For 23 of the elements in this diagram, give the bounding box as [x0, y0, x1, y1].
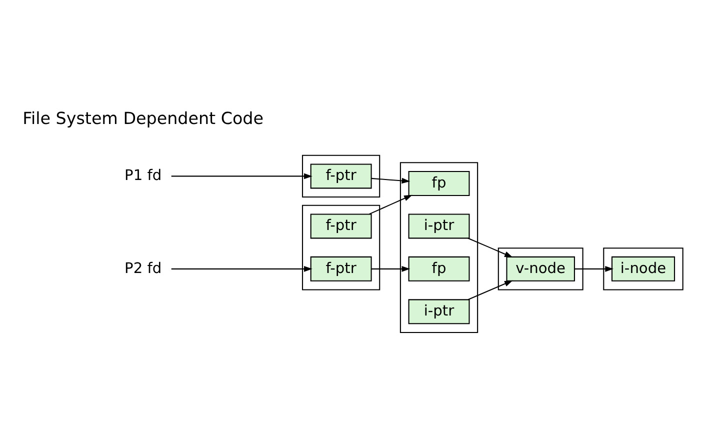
node-box: i-node	[611, 256, 676, 282]
node-box: i-ptr	[408, 299, 470, 324]
node-text: P2 fd	[124, 260, 162, 277]
arrow	[574, 266, 614, 272]
cluster	[302, 204, 380, 290]
node-box: fp	[408, 170, 470, 196]
cluster	[498, 248, 584, 290]
arrow	[171, 266, 312, 272]
arrow	[171, 173, 312, 180]
arrow	[468, 280, 513, 300]
cluster	[302, 154, 380, 198]
node-box: f-ptr	[310, 164, 372, 189]
arrow	[371, 266, 410, 272]
node-box: fp	[408, 256, 470, 282]
node-box: i-ptr	[408, 214, 470, 239]
arrow	[369, 194, 412, 215]
arrow	[468, 238, 513, 258]
label: File System Dependent Code	[22, 108, 264, 128]
node-box: v-node	[506, 256, 575, 282]
node-box: f-ptr	[310, 214, 372, 239]
node-text: P1 fd	[124, 167, 162, 184]
arrow	[371, 178, 410, 184]
node-box: f-ptr	[310, 256, 372, 282]
